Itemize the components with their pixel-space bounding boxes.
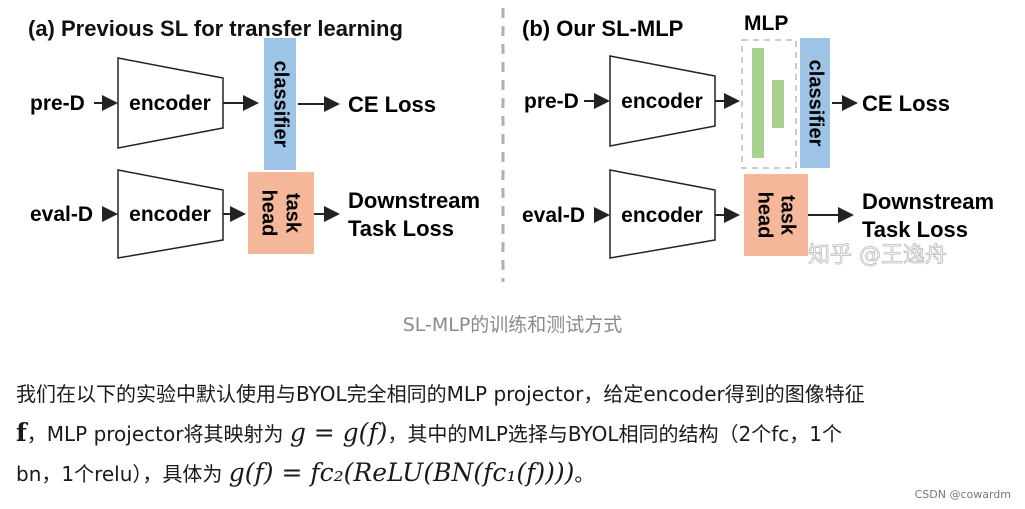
panel-a-pre-d-label: pre-D bbox=[30, 92, 85, 115]
panel-a-encoder-2-label: encoder bbox=[129, 203, 211, 226]
panel-b-ce-loss: CE Loss bbox=[862, 91, 950, 116]
panel-b-encoder-1 bbox=[609, 55, 716, 147]
panel-b-encoder-2 bbox=[609, 169, 716, 259]
panel-b-downstream-line1: Downstream bbox=[862, 189, 994, 214]
panel-b-task-head-line2: head bbox=[754, 192, 776, 239]
panel-b-mlp-bar-2 bbox=[772, 80, 784, 128]
paragraph-line-2-a: ，MLP projector将其映射为 bbox=[26, 422, 284, 446]
panel-a-downstream-line2: Task Loss bbox=[348, 216, 454, 241]
feature-symbol: f bbox=[16, 418, 27, 447]
panel-b-mlp-box bbox=[741, 39, 797, 169]
panel-a-ce-loss: CE Loss bbox=[348, 92, 436, 117]
panel-a-task-head-line2: head bbox=[258, 190, 280, 237]
csdn-credit: CSDN @cowardm bbox=[914, 488, 1011, 501]
panel-a-task-head-block bbox=[248, 172, 314, 254]
panel-b-classifier-label: classifier bbox=[805, 60, 827, 147]
sl-mlp-diagram: (a) Previous SL for transfer learning pr… bbox=[28, 8, 994, 282]
paragraph-line-3-a: bn，1个relu），具体为 bbox=[16, 462, 223, 486]
panel-b-downstream-line2: Task Loss bbox=[862, 217, 968, 242]
panel-a-task-head-line1: task bbox=[282, 193, 304, 234]
figure-caption: SL-MLP的训练和测试方式 bbox=[402, 314, 623, 336]
paragraph-line-3-b: 。 bbox=[574, 462, 595, 486]
panel-a-classifier-label: classifier bbox=[270, 61, 292, 148]
panel-b-encoder-1-label: encoder bbox=[621, 90, 703, 113]
panel-a-encoder-2 bbox=[117, 169, 224, 259]
panel-b-mlp-bar-1 bbox=[752, 48, 764, 158]
watermark: 知乎 @王逸舟 bbox=[808, 243, 947, 268]
panel-a-downstream-line1: Downstream bbox=[348, 188, 480, 213]
panel-b-eval-d-label: eval-D bbox=[522, 204, 585, 227]
panel-b-encoder-2-label: encoder bbox=[621, 204, 703, 227]
panel-a-encoder-1-label: encoder bbox=[129, 92, 211, 115]
panel-a-encoder-1 bbox=[117, 57, 224, 149]
paragraph-line-1: 我们在以下的实验中默认使用与BYOL完全相同的MLP projector，给定e… bbox=[16, 382, 865, 406]
panel-b-task-head-line1: task bbox=[777, 195, 799, 236]
mlp-equation: g(f) = fc₂(ReLU(BN(fc₁(f)))) bbox=[228, 458, 575, 487]
panel-b-title: (b) Our SL-MLP bbox=[522, 16, 683, 41]
panel-a-title: (a) Previous SL for transfer learning bbox=[28, 16, 403, 41]
panel-b-task-head-block bbox=[744, 174, 808, 256]
panel-b-pre-d-label: pre-D bbox=[524, 90, 579, 113]
panel-b-mlp-label: MLP bbox=[744, 12, 788, 35]
panel-b-classifier-block bbox=[800, 38, 830, 168]
paragraph-line-3: bn，1个relu），具体为 g(f) = fc₂(ReLU(BN(fc₁(f)… bbox=[16, 458, 1016, 487]
projection-equation: g = g(f) bbox=[289, 418, 388, 447]
paragraph-line-2: f，MLP projector将其映射为 g = g(f)，其中的MLP选择与B… bbox=[16, 418, 1016, 447]
panel-a-classifier-block bbox=[264, 38, 296, 170]
paragraph-line-2-b: ，其中的MLP选择与BYOL相同的结构（2个fc，1个 bbox=[387, 422, 843, 446]
panel-a-eval-d-label: eval-D bbox=[30, 203, 93, 226]
